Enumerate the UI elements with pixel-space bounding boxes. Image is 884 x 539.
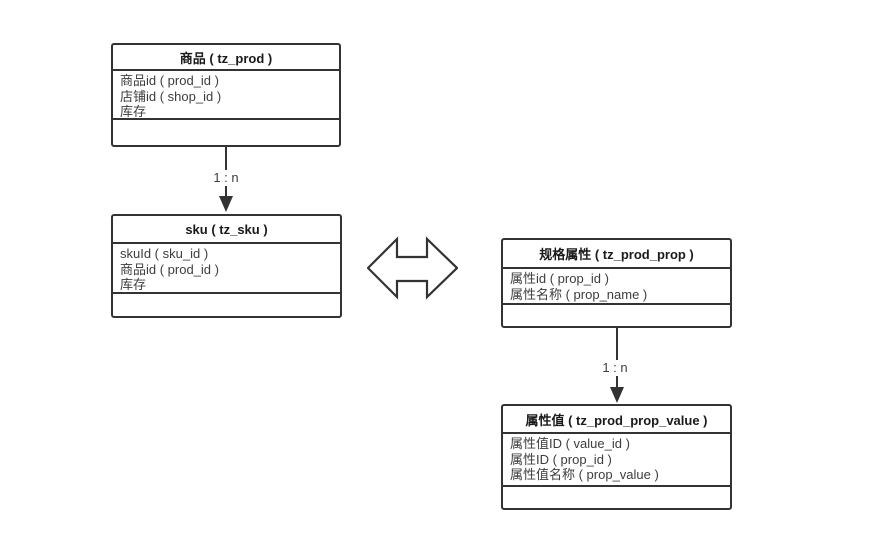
entity-sku-fields: skuId ( sku_id ) 商品id ( prod_id ) 库存 <box>113 244 340 294</box>
connector-prod-sku-arrowhead-icon <box>219 196 233 212</box>
entity-value[interactable]: 属性值 ( tz_prod_prop_value ) 属性值ID ( value… <box>501 404 732 510</box>
entity-value-fields: 属性值ID ( value_id ) 属性ID ( prop_id ) 属性值名… <box>503 434 730 487</box>
field-row: 商品id ( prod_id ) <box>120 261 219 277</box>
entity-prod[interactable]: 商品 ( tz_prod ) 商品id ( prod_id ) 店铺id ( s… <box>111 43 341 147</box>
entity-sku-footer-empty <box>113 294 340 316</box>
entity-prop-footer-empty <box>503 305 730 326</box>
entity-sku[interactable]: sku ( tz_sku ) skuId ( sku_id ) 商品id ( p… <box>111 214 342 318</box>
connector-prop-value-line[interactable] <box>616 328 618 387</box>
field-row: 店铺id ( shop_id ) <box>120 88 222 104</box>
connector-prop-value-label: 1 : n <box>593 360 637 376</box>
field-row: 属性ID ( prop_id ) <box>510 451 612 467</box>
field-row: 属性值名称 ( prop_value ) <box>510 467 659 482</box>
double-horizontal-arrow-icon[interactable] <box>367 236 458 300</box>
connector-prop-value-arrowhead-icon <box>610 387 624 403</box>
connector-prod-sku-label: 1 : n <box>204 170 248 186</box>
entity-prod-title: 商品 ( tz_prod ) <box>113 45 339 71</box>
field-row: 库存 <box>120 277 147 292</box>
entity-prop-fields: 属性id ( prop_id ) 属性名称 ( prop_name ) <box>503 269 730 305</box>
entity-value-title: 属性值 ( tz_prod_prop_value ) <box>503 406 730 434</box>
entity-prop-title: 规格属性 ( tz_prod_prop ) <box>503 240 730 269</box>
entity-prod-footer-empty <box>113 120 339 145</box>
entity-prod-fields: 商品id ( prod_id ) 店铺id ( shop_id ) 库存 <box>113 71 339 120</box>
entity-value-footer-empty <box>503 487 730 508</box>
field-row: skuId ( sku_id ) <box>120 246 209 261</box>
entity-sku-title: sku ( tz_sku ) <box>113 216 340 244</box>
field-row: 商品id ( prod_id ) <box>120 73 219 88</box>
entity-prop[interactable]: 规格属性 ( tz_prod_prop ) 属性id ( prop_id ) 属… <box>501 238 732 328</box>
field-row: 库存 <box>120 104 147 119</box>
field-row: 属性名称 ( prop_name ) <box>510 286 648 302</box>
field-row: 属性id ( prop_id ) <box>510 271 609 286</box>
field-row: 属性值ID ( value_id ) <box>510 436 630 451</box>
